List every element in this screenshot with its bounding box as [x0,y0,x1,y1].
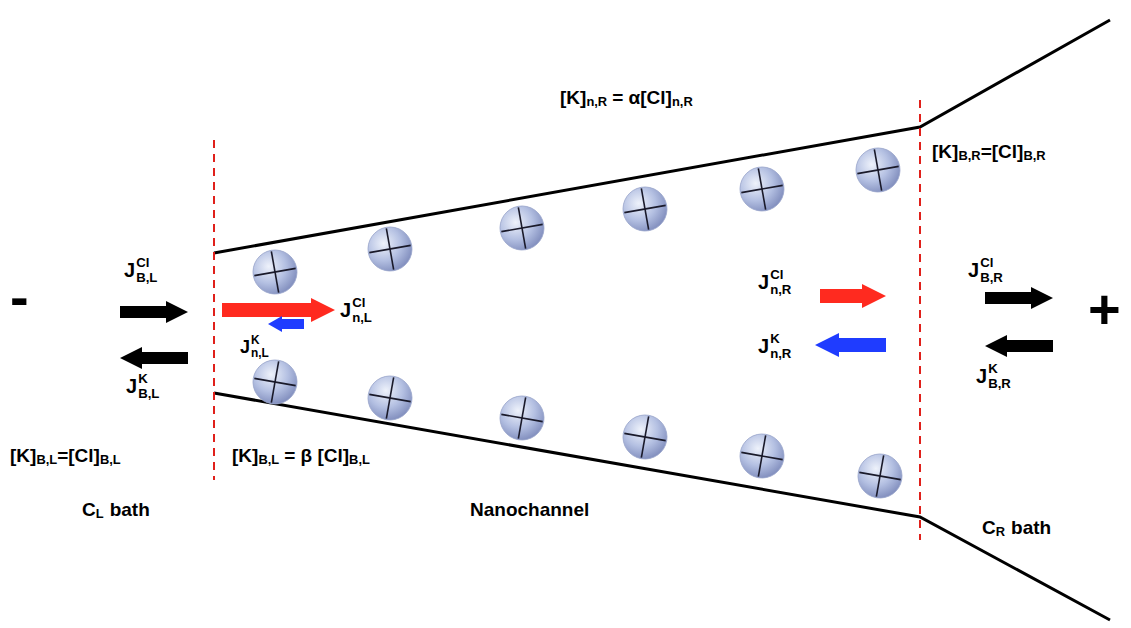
surface-charge [250,247,301,298]
label-text: n,L [352,311,372,326]
label-text: [K] [560,88,586,108]
label-text: B,L [138,387,159,402]
label-text: = α[Cl] [612,88,672,108]
polarity-sign: + [1088,280,1121,339]
label-text: B,L [36,453,57,467]
label-text: C [982,518,996,538]
label-text: =[Cl] [57,446,100,466]
concentration-relation: [K]n,R= α[Cl]n,R [560,88,693,108]
label-text: R [996,525,1005,539]
label-text: Nanochannel [470,500,589,520]
label-text: n,R [672,95,693,109]
channel-wall [214,20,1110,253]
label-text: B,R [988,377,1011,392]
label-text: [K] [932,142,958,162]
flux-label: JCln,L [340,296,372,325]
label-text: J [340,300,351,321]
surface-charge [620,184,671,235]
label-text: K [251,334,269,347]
label-text: [K] [232,446,258,466]
concentration-relation: [K]B,L=[Cl]B,L [10,446,121,466]
label-text: B,R [958,149,980,163]
interface-line [919,100,921,540]
script-stack: ClB,L [136,256,157,285]
label-text: B,L [258,453,279,467]
label-text: [K] [10,446,36,466]
label-text: - [10,268,29,327]
label-text: C [82,500,96,520]
label-text: J [240,338,250,357]
label-text: n,R [770,283,791,298]
label-text: Cl [352,296,372,311]
script-stack: KB,L [138,372,159,401]
script-stack: Kn,L [251,334,269,360]
flux-arrow [120,347,188,369]
concentration-relation: [K]B,R=[Cl]B,R [932,142,1046,162]
script-stack: KB,R [988,362,1011,391]
label-text: J [976,366,987,387]
flux-arrow [815,333,886,357]
flux-label: JKn,R [758,332,791,361]
label-text: Cl [980,256,1003,271]
label-text: n,L [251,347,269,360]
surface-charge [853,145,904,196]
flux-label: JKB,L [126,372,159,401]
label-text: bath [110,500,150,520]
label-text: J [758,272,769,293]
script-stack: ClB,R [980,256,1003,285]
surface-charge [620,412,671,463]
label-text: n,R [586,95,607,109]
surface-charge [365,224,416,275]
label-text: + [1088,280,1121,339]
region-label: Nanochannel [470,500,589,520]
label-text: K [988,362,1011,377]
script-stack: Kn,R [770,332,791,361]
bath-label: CLbath [82,500,150,520]
label-text: J [126,376,137,397]
label-text: J [968,260,979,281]
label-text: n,R [770,347,791,362]
label-text: K [770,332,791,347]
surface-charge [497,393,548,444]
label-text: K [138,372,159,387]
label-text: bath [1011,518,1051,538]
label-text: B,L [349,453,370,467]
script-stack: Cln,R [770,268,791,297]
concentration-relation: [K]B,L= β [Cl]B,L [232,446,370,466]
surface-charge [737,164,788,215]
flux-arrow [268,316,304,332]
channel-wall [214,393,1110,620]
surface-charge [365,373,416,424]
label-text: J [124,260,135,281]
label-text: J [758,336,769,357]
flux-label: JClB,R [968,256,1003,285]
label-text: =[Cl] [981,142,1024,162]
surface-charge [497,203,548,254]
script-stack: Cln,L [352,296,372,325]
flux-label: JClB,L [124,256,157,285]
interface-line [213,140,215,480]
flux-label: JKB,R [976,362,1011,391]
label-text: B,L [100,453,121,467]
label-text: B,R [980,271,1003,286]
surface-charge [250,357,301,408]
flux-label: JCln,R [758,268,791,297]
bath-label: CRbath [982,518,1051,538]
flux-arrow [985,335,1053,357]
label-text: B,L [136,271,157,286]
surface-charge [737,431,788,482]
flux-label: JKn,L [240,334,269,360]
label-text: L [96,507,104,521]
label-text: Cl [770,268,791,283]
flux-arrow [820,284,886,308]
label-text: B,R [1023,149,1045,163]
flux-arrow [985,287,1053,309]
label-text: = β [Cl] [284,446,349,466]
label-text: Cl [136,256,157,271]
flux-arrow [120,301,188,323]
surface-charge [855,451,906,502]
polarity-sign: - [10,268,29,327]
